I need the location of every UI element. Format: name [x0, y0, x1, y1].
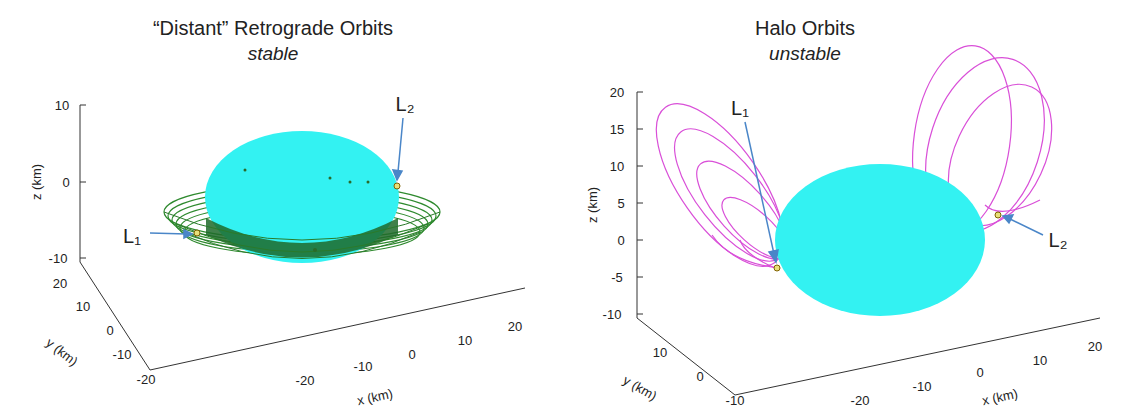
- point-label: L₁: [123, 226, 141, 246]
- tick-label: -10: [49, 252, 68, 265]
- tick-label: 15: [610, 123, 624, 136]
- axis-label: y (km): [621, 373, 659, 402]
- tick-label: 10: [55, 99, 69, 112]
- tick-label: 10: [653, 346, 667, 359]
- tick-label: -10: [726, 394, 745, 407]
- axis-label: x (km): [981, 387, 1019, 407]
- point-label: L₂: [396, 94, 415, 114]
- moon-sphere: [205, 131, 399, 263]
- axis-label: y (km): [44, 336, 80, 368]
- tick-label: 0: [408, 348, 415, 361]
- tick-label: -10: [603, 308, 622, 321]
- tick-label: -10: [113, 348, 132, 361]
- tick-label: -20: [296, 374, 315, 387]
- tick-label: 0: [696, 370, 703, 383]
- tick-label: 5: [617, 197, 624, 210]
- axis-label: z (km): [586, 187, 599, 223]
- tick-label: 10: [1033, 354, 1047, 367]
- tick-label: 20: [508, 320, 522, 333]
- tick-label: 20: [1088, 340, 1102, 353]
- tick-label: 10: [458, 334, 472, 347]
- axis-label: z (km): [30, 164, 43, 200]
- tick-label: 20: [53, 277, 67, 290]
- tick-label: -10: [913, 380, 932, 393]
- point-label: L₁: [731, 98, 749, 118]
- tick-label: -20: [851, 394, 870, 407]
- tick-label: -20: [137, 373, 156, 386]
- tick-label: 0: [617, 234, 624, 247]
- plot-subtitle: stable: [248, 44, 299, 63]
- tick-label: -10: [354, 360, 373, 373]
- axis-label: x (km): [356, 387, 394, 407]
- tick-label: 10: [610, 160, 624, 173]
- plot-title: Halo Orbits: [755, 18, 855, 38]
- tick-label: 20: [610, 86, 624, 99]
- tick-label: 0: [106, 324, 113, 337]
- tick-label: -5: [611, 271, 623, 284]
- plot-subtitle: unstable: [769, 44, 841, 63]
- point-label: L₂: [1049, 230, 1068, 250]
- tick-label: 10: [76, 300, 90, 313]
- tick-label: 0: [976, 366, 983, 379]
- plot-title: “Distant” Retrograde Orbits: [153, 18, 393, 38]
- moon-sphere: [775, 164, 985, 316]
- tick-label: 0: [62, 176, 69, 189]
